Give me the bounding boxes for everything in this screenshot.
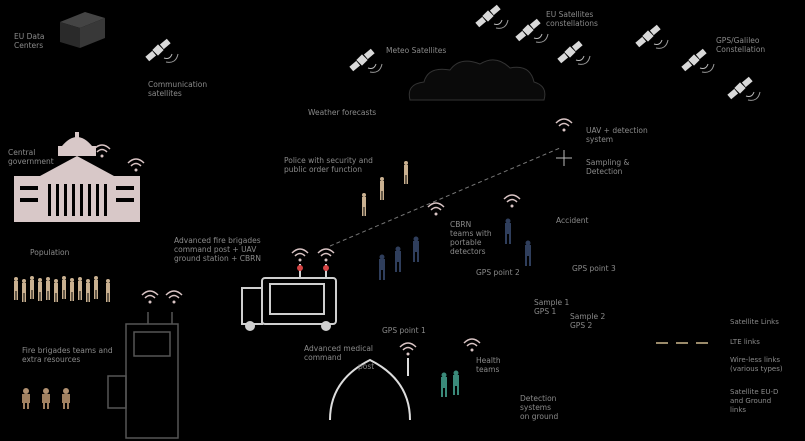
wifi-icon [165,290,183,305]
wifi-icon [427,202,445,217]
label-meteo-satellites: Meteo Satellites [386,46,447,55]
cloud-icon [408,59,546,101]
label-accident: Accident [556,216,589,225]
population-icon [14,276,110,302]
wifi-icon [127,158,145,173]
uav-icon [556,150,572,166]
satellite-icon [680,48,715,73]
label-sampling-detection: Sampling &Detection [586,158,630,176]
satellite-icon [556,40,591,65]
wifi-icon [503,194,521,209]
health-team-icon [441,370,459,397]
satellite-icon [474,4,509,29]
label-population: Population [30,248,70,257]
legend-lte-links: LTE links [730,338,760,346]
label-weather-forecasts: Weather forecasts [308,108,377,117]
fire-tower-icon [107,312,179,439]
label-gps-point-1: GPS point 1 [382,326,426,335]
satellite-icon [144,38,179,63]
wifi-icon [291,248,309,263]
legend-satellite-links: Satellite Links [730,318,779,326]
label-gps-point-3: GPS point 3 [572,264,616,273]
satellite-icon [348,48,383,73]
wifi-icon [463,338,481,353]
wifi-icon [555,118,573,133]
fire-truck-icon [241,264,337,331]
wifi-icon [141,290,159,305]
wifi-icon [93,144,111,159]
legend-wire-links: Wire-less links(various types) [730,356,783,373]
data-center-icon [60,12,105,48]
building-columns [20,184,134,216]
satellite-icon [514,18,549,43]
label-gps-point-2: GPS point 2 [476,268,520,277]
government-building-icon [14,132,140,222]
wifi-icon [317,248,335,263]
medical-tent-icon [329,358,411,421]
satellite-icon [634,24,669,49]
fire-brigade-team-icon [22,388,70,409]
wifi-icon [399,342,417,357]
satellite-icon [726,76,761,101]
